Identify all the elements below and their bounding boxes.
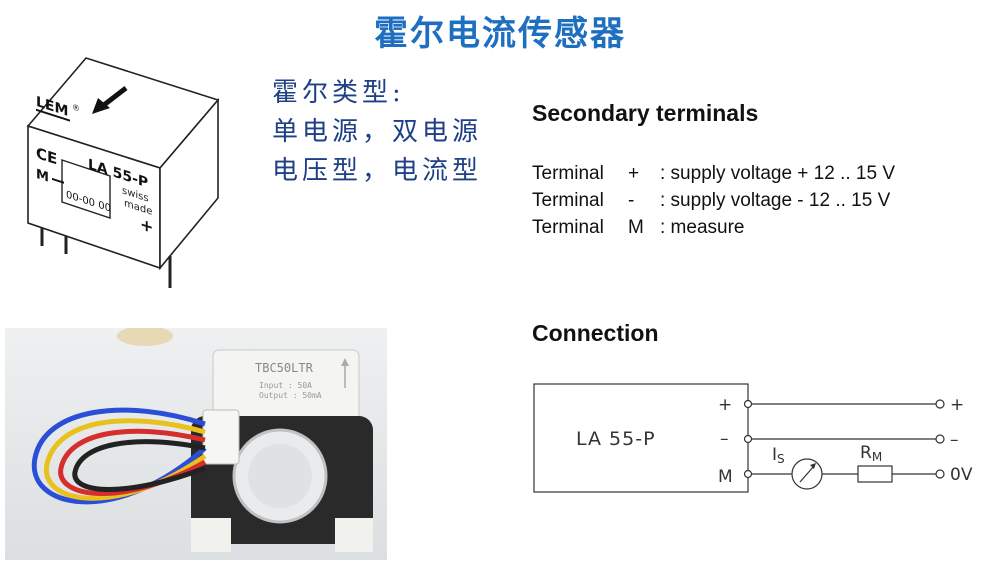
- terminal-list: Terminal+: supply voltage + 12 .. 15 V T…: [532, 160, 895, 241]
- current-direction-arrow-icon: [92, 86, 128, 114]
- connection-diagram: LA 55-P + – M IS RM + – 0V: [533, 383, 973, 493]
- ce-mark: CE: [36, 144, 57, 168]
- rm-resistor: [857, 465, 893, 483]
- end-minus-label: –: [950, 430, 959, 450]
- end-plus-label: +: [950, 395, 964, 415]
- pin-m-label: M: [718, 467, 733, 487]
- svg-text:M: M: [36, 167, 49, 186]
- terminal-row-plus: Terminal+: supply voltage + 12 .. 15 V: [532, 163, 896, 184]
- hall-types-text: 霍尔类型: 单电源，双电源 电压型，电流型: [272, 78, 483, 186]
- svg-text:Output : 50mA: Output : 50mA: [259, 391, 322, 400]
- secondary-terminals-title: Secondary terminals: [532, 100, 759, 126]
- sensor-window: [61, 159, 111, 219]
- la55p-box: [533, 383, 749, 493]
- svg-text:+: +: [140, 214, 153, 237]
- page-title: 霍尔电流传感器: [374, 14, 626, 54]
- sensor-side-face: [159, 97, 219, 271]
- svg-text:®: ®: [72, 101, 80, 113]
- lem-sensor-illustration: LEM ® LA 55-P CE M 00-00 00 swiss made +: [26, 57, 220, 288]
- ammeter-icon: [791, 458, 823, 490]
- pin-minus-label: –: [720, 429, 729, 449]
- end-0v-label: 0V: [950, 465, 973, 485]
- is-label: IS: [772, 445, 785, 466]
- terminal-row-minus: Terminal-: supply voltage - 12 .. 15 V: [532, 190, 891, 211]
- pin-plus-label: +: [718, 395, 732, 415]
- wire-connector: [202, 409, 240, 465]
- sensor-photo: TBC50LTR Input : 50A Output : 50mA: [5, 328, 387, 560]
- svg-text:Input : 50A: Input : 50A: [259, 381, 312, 390]
- connection-title: Connection: [532, 320, 659, 346]
- photo-model-label: TBC50LTR: [255, 361, 314, 375]
- rm-label: RM: [860, 443, 882, 464]
- wire-black: [72, 439, 206, 492]
- box-label: LA 55-P: [576, 428, 656, 450]
